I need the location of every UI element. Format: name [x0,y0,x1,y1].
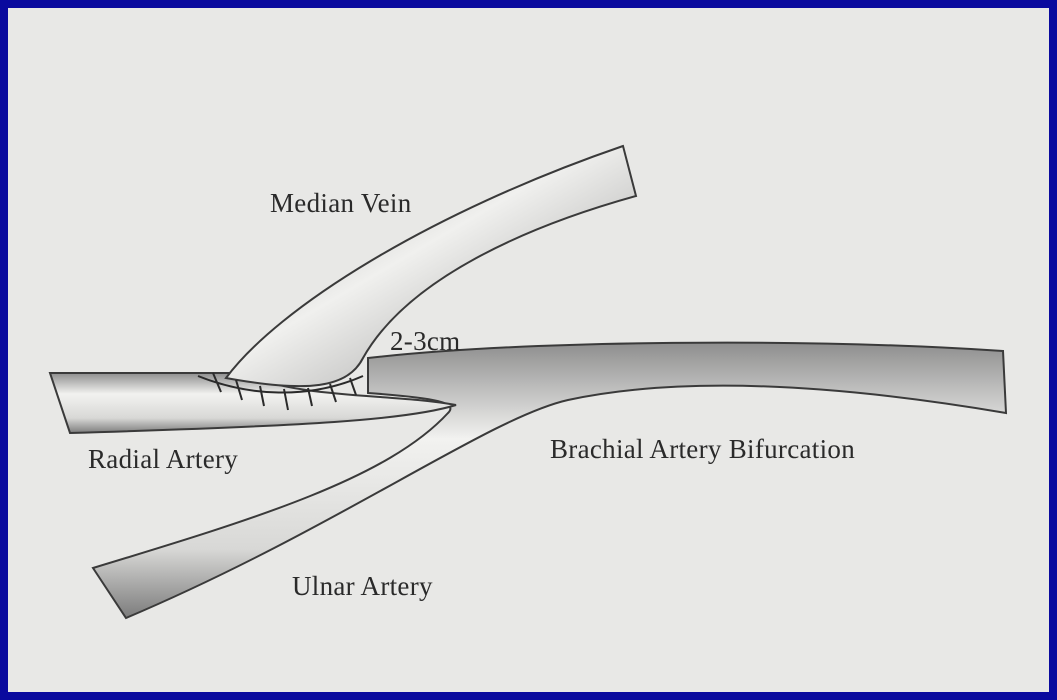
radial-artery-label: Radial Artery [88,444,238,475]
ulnar-artery-label: Ulnar Artery [292,571,433,602]
vessel-drawing [8,8,1049,692]
brachial-artery-bifurcation-label: Brachial Artery Bifurcation [550,434,855,465]
median-vein-label: Median Vein [270,188,412,219]
diagram-frame: Median Vein 2-3cm Radial Artery Brachial… [8,8,1049,692]
distance-label: 2-3cm [390,326,460,357]
